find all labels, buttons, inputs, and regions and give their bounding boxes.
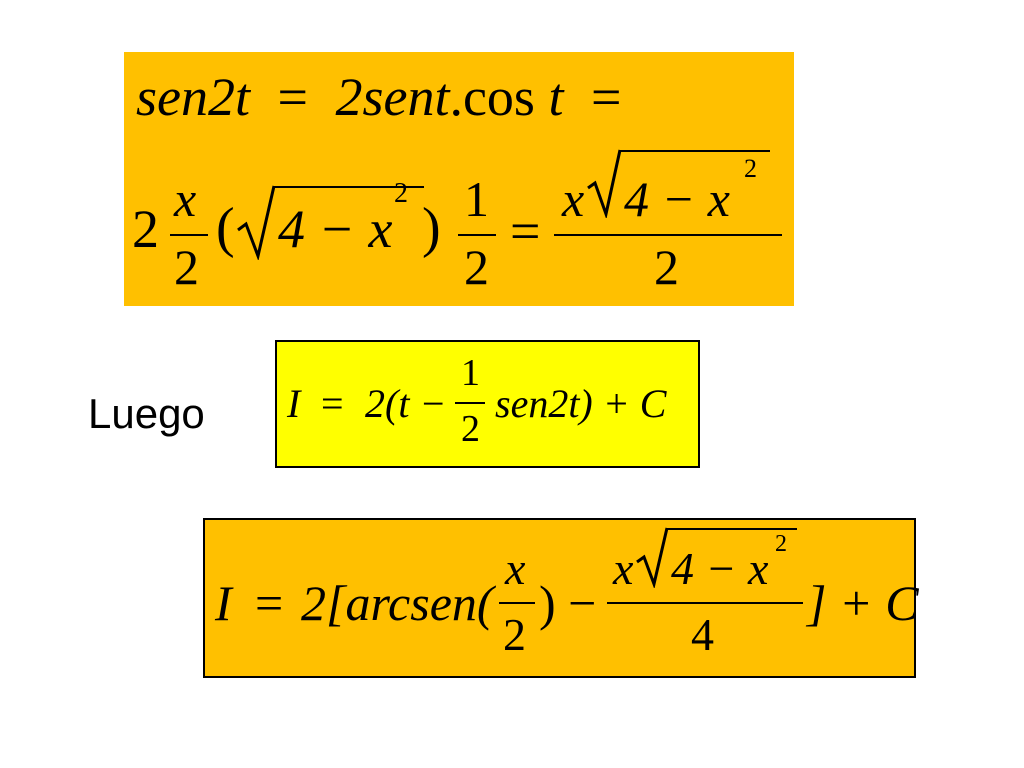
fraction-bar: [607, 602, 803, 604]
radical-overline: [620, 150, 770, 152]
arcsen-close: ) −: [539, 575, 597, 631]
equation-box-integral-t: I = 2(t − 1 2 sen2t) + C: [275, 340, 700, 468]
2sent-term: 2sent: [335, 67, 450, 127]
fraction-numerator: x: [505, 543, 526, 594]
right-paren: ): [422, 197, 441, 259]
fraction-denominator: 2: [503, 609, 526, 660]
equals-sign: =: [321, 381, 344, 426]
fraction-bar: [170, 234, 208, 236]
fraction-denominator: 2: [654, 239, 679, 295]
fraction-bar: [499, 602, 535, 604]
equals-sign: =: [255, 575, 284, 631]
equals-sign: =: [277, 67, 308, 127]
fraction-denominator: 2: [461, 408, 480, 450]
equals-sign: =: [590, 67, 622, 127]
expression-suffix: sen2t) + C: [495, 381, 667, 426]
fraction-numerator: x: [174, 171, 197, 227]
radical-overline: [274, 186, 424, 188]
exponent-2: 2: [744, 154, 757, 183]
equation-box-integral-final: I = 2[arcsen( x 2 ) − x 4 − x 2 4 ] + C: [203, 518, 919, 678]
luego-label: Luego: [88, 390, 205, 437]
equals-sign: =: [510, 201, 541, 261]
exponent-2: 2: [775, 531, 787, 557]
coefficient-2: 2: [132, 199, 159, 259]
expression-prefix: 2(t −: [365, 381, 447, 426]
radical-content: 4 − x: [671, 543, 769, 594]
cos-function: cos: [462, 67, 535, 127]
integral-I: I: [287, 381, 301, 426]
sen2t-term: sen2t: [136, 67, 250, 127]
radical-content: 4 − x: [624, 171, 730, 227]
t-variable: t: [548, 67, 564, 127]
fraction-numerator-x: x: [613, 543, 634, 594]
fraction-numerator: 1: [464, 171, 489, 227]
fraction-bar: [458, 234, 496, 236]
radical-body: 4 − x: [278, 202, 392, 256]
equation-line-1: sen2t = 2sent.cos t =: [136, 70, 621, 124]
integral-I: I: [215, 575, 232, 631]
exponent-2: 2: [394, 178, 408, 209]
radical-sign: [237, 185, 276, 260]
fraction-denominator: 4: [691, 609, 714, 660]
radical-content: 4 − x: [278, 199, 393, 259]
fraction-denominator: 2: [174, 239, 199, 295]
radical-overline: [667, 528, 797, 530]
radical-sign: [636, 527, 669, 588]
equation-box-sen2t: sen2t = 2sent.cos t = 2 x 2 ( 4 − x 2 ) …: [124, 52, 794, 306]
expression-suffix: ] + C: [807, 575, 919, 631]
dot-operator: .: [449, 67, 463, 127]
radical-sign: [587, 149, 622, 218]
arcsen-prefix: 2[arcsen(: [301, 575, 494, 631]
fraction-numerator: 1: [461, 352, 480, 394]
fraction-bar: [554, 234, 782, 236]
fraction-denominator: 2: [464, 239, 489, 295]
fraction-numerator-x: x: [562, 171, 585, 227]
left-paren: (: [216, 197, 235, 259]
fraction-bar: [455, 402, 485, 404]
